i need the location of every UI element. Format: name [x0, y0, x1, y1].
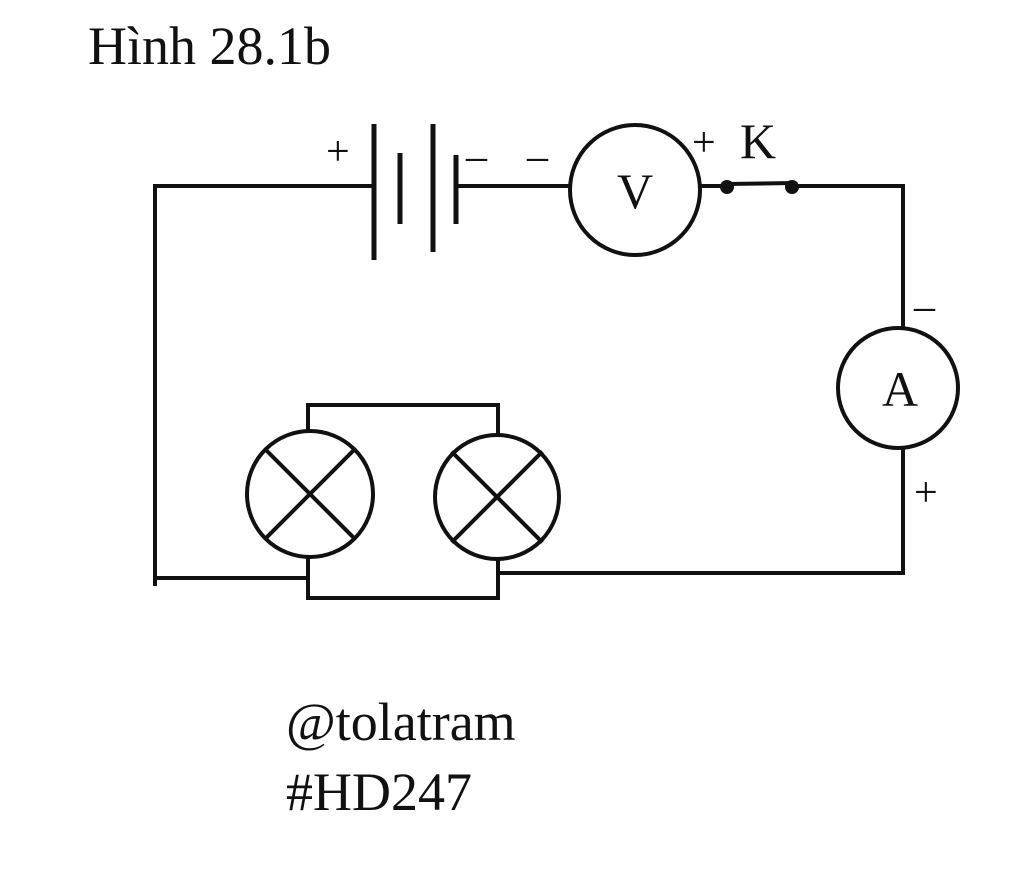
wire-ammeter-to-lamps	[496, 448, 905, 575]
switch: K	[720, 113, 799, 194]
switch-terminal-right	[785, 180, 799, 194]
ammeter-plus-sign: +	[914, 470, 938, 516]
circuit-wires	[153, 184, 905, 586]
voltmeter-plus-sign: +	[692, 120, 716, 166]
wire-top-left	[153, 184, 376, 586]
lamp-2-cross-b	[450, 450, 544, 544]
voltmeter: V – +	[526, 120, 716, 257]
voltmeter-label: V	[617, 163, 653, 219]
voltmeter-circle	[568, 123, 702, 257]
switch-terminal-left	[720, 180, 734, 194]
battery-plus-sign: +	[326, 129, 350, 175]
switch-label: K	[740, 113, 776, 169]
ammeter: A – +	[836, 284, 960, 516]
switch-lever	[724, 180, 795, 187]
ammeter-minus-sign: –	[913, 284, 936, 330]
figure-title: Hình 28.1b	[88, 16, 331, 76]
ammeter-circle	[836, 326, 960, 450]
watermark-handle: @tolatram	[286, 692, 516, 752]
voltmeter-minus-sign: –	[526, 134, 549, 180]
battery: + –	[326, 124, 488, 260]
lamp-bus-bottom	[306, 554, 500, 600]
ammeter-label: A	[882, 361, 918, 417]
lamp-1-cross-b	[263, 447, 357, 541]
battery-minus-sign: –	[465, 134, 488, 180]
parallel-lamps	[245, 403, 561, 600]
lamp-2	[433, 433, 561, 561]
watermark-tag: #HD247	[286, 762, 472, 822]
lamp-1	[245, 429, 375, 559]
wire-switch-to-ammeter	[790, 184, 905, 330]
lamp-bus-top	[306, 403, 500, 438]
